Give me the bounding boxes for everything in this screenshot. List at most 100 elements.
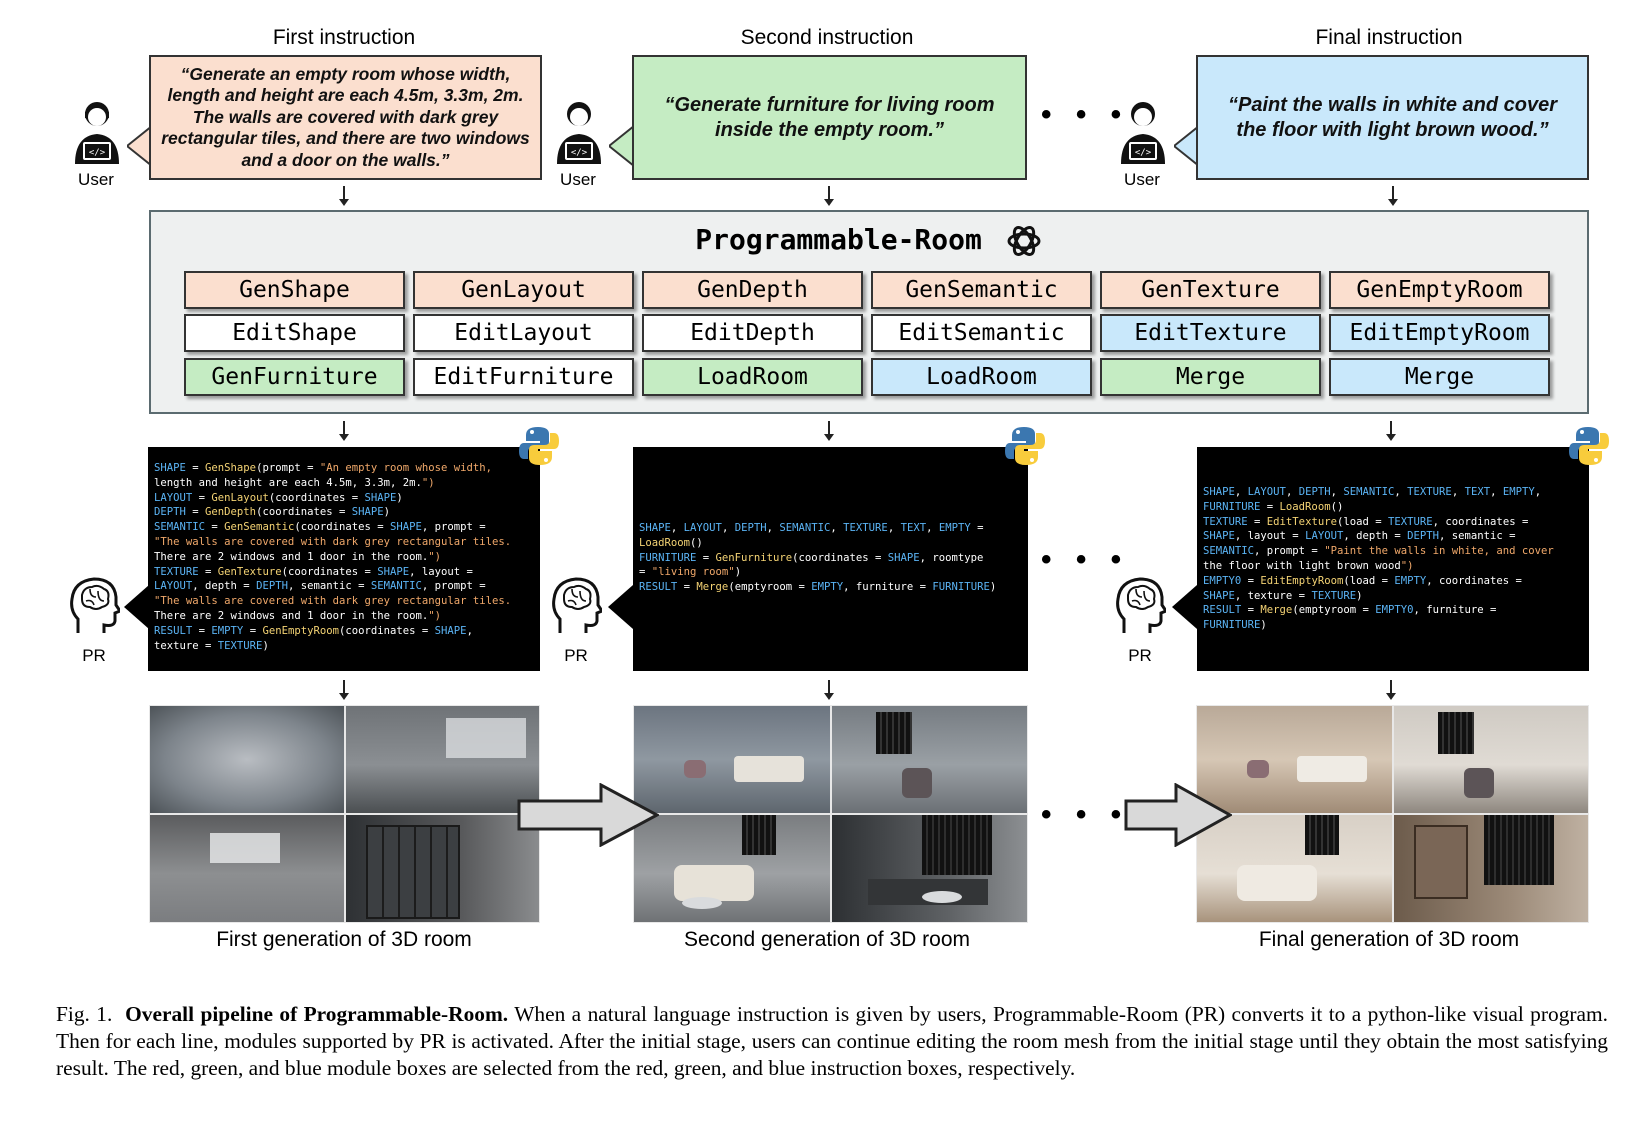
first-instruction-title: First instruction (272, 26, 416, 49)
user-label: User (560, 170, 596, 189)
module-editshape: EditShape (184, 314, 405, 352)
module-editdepth: EditDepth (642, 314, 863, 352)
user-coder-icon: </> (75, 102, 119, 164)
module-edittexture: EditTexture (1100, 314, 1321, 352)
render-view (1196, 814, 1393, 923)
first-instruction-bubble: “Generate an empty room whose width, len… (149, 55, 542, 180)
openai-logo-icon (1007, 226, 1041, 256)
module-genfurniture: GenFurniture (184, 358, 405, 396)
flow-arrow (339, 421, 349, 441)
brain-head-icon (70, 577, 120, 633)
render-view (1392, 814, 1589, 923)
flow-arrow (824, 186, 834, 206)
code-line: SHAPE, LAYOUT, DEPTH, SEMANTIC, TEXTURE,… (1203, 486, 1542, 498)
right-arrow-icon (1124, 783, 1232, 847)
module-genshape: GenShape (184, 271, 405, 309)
render-view (1196, 705, 1393, 814)
code-tail (1172, 585, 1197, 629)
code-line: SHAPE = GenShape(prompt = "An empty room… (154, 462, 493, 474)
module-loadroom-green: LoadRoom (642, 358, 863, 396)
code-line: texture = TEXTURE) (154, 639, 269, 652)
pr-label: PR (82, 646, 106, 665)
figure-caption: Fig. 1. Overall pipeline of Programmable… (56, 1001, 1608, 1082)
code-line: RESULT = Merge(emptyroom = EMPTY, furnit… (639, 581, 997, 594)
svg-text:</>: </> (571, 148, 588, 158)
code-line: LAYOUT = GenLayout(coordinates = SHAPE) (154, 491, 403, 504)
bubble-tail (127, 126, 152, 166)
module-genemptyroom: GenEmptyRoom (1329, 271, 1550, 309)
pr-label: PR (1128, 646, 1152, 665)
user-coder-icon: </> (1121, 102, 1165, 164)
flow-arrow (1386, 421, 1396, 441)
code-line: FURNITURE = GenFurniture(coordinates = S… (639, 551, 984, 564)
code-line: SHAPE, texture = TEXTURE) (1203, 589, 1363, 602)
flow-arrow (824, 680, 834, 700)
code-line: RESULT = EMPTY = GenEmptyRoom(coordinate… (154, 624, 473, 637)
module-gentexture: GenTexture (1100, 271, 1321, 309)
svg-text:</>: </> (89, 148, 106, 158)
program-code-block: SHAPE, LAYOUT, DEPTH, SEMANTIC, TEXTURE,… (1197, 447, 1589, 671)
code-line: LAYOUT, depth = DEPTH, semantic = SEMANT… (154, 580, 486, 593)
module-merge-green: Merge (1100, 358, 1321, 396)
user-label: User (1124, 170, 1160, 189)
module-genlayout: GenLayout (413, 271, 634, 309)
caption-bold: Overall pipeline of Programmable-Room. (125, 1002, 509, 1026)
code-line: TEXTURE = GenTexture(coordinates = SHAPE… (154, 565, 473, 578)
code-line: LoadRoom() (639, 536, 703, 549)
python-logo-icon (519, 427, 559, 465)
module-gendepth: GenDepth (642, 271, 863, 309)
python-logo-icon (1569, 427, 1609, 465)
ellipsis: • • • (1041, 543, 1130, 576)
programmable-room-panel: Programmable-Room GenShape GenLayout Gen… (149, 210, 1589, 414)
code-line: FURNITURE = LoadRoom() (1203, 500, 1344, 513)
code-line: There are 2 windows and 1 door in the ro… (154, 550, 442, 563)
caption-prefix: Fig. 1. (56, 1002, 113, 1026)
code-line: SEMANTIC = GenSemantic(coordinates = SHA… (154, 521, 486, 534)
flow-arrow (339, 186, 349, 206)
code-line: SHAPE, LAYOUT, DEPTH, SEMANTIC, TEXTURE,… (639, 522, 984, 534)
right-arrow-icon (517, 783, 659, 847)
user-label: User (78, 170, 114, 189)
render-view (344, 705, 540, 814)
user-coder-icon: </> (557, 102, 601, 164)
code-tail (608, 585, 633, 629)
code-tail (124, 585, 149, 629)
module-editlayout: EditLayout (413, 314, 634, 352)
final-instruction-title: Final instruction (1315, 26, 1463, 49)
brain-head-icon (1116, 577, 1166, 633)
render-view (149, 814, 345, 923)
render-view (1392, 705, 1589, 814)
code-line: the floor with light brown wood") (1203, 559, 1414, 572)
second-generation-caption: Second generation of 3D room (683, 928, 970, 951)
module-merge-blue: Merge (1329, 358, 1550, 396)
render-view (149, 705, 345, 814)
final-generation-renders (1196, 705, 1589, 923)
flow-arrow (339, 680, 349, 700)
code-line: FURNITURE) (1203, 619, 1267, 632)
flow-arrow (824, 421, 834, 441)
bubble-tail (1174, 126, 1199, 166)
render-view (344, 814, 540, 923)
module-loadroom-blue: LoadRoom (871, 358, 1092, 396)
brain-head-icon (552, 577, 602, 633)
code-line: "The walls are covered with dark grey re… (154, 535, 512, 548)
program-code-block: SHAPE, LAYOUT, DEPTH, SEMANTIC, TEXTURE,… (633, 447, 1028, 671)
programmable-room-title-text: Programmable-Room (695, 223, 982, 256)
code-line: = "living room") (639, 566, 742, 579)
program-code-block: SHAPE = GenShape(prompt = "An empty room… (148, 447, 540, 671)
module-editsemantic: EditSemantic (871, 314, 1092, 352)
code-line: There are 2 windows and 1 door in the ro… (154, 609, 442, 622)
first-generation-caption: First generation of 3D room (216, 928, 472, 951)
caption-text: When a natural language instruction is g… (56, 1002, 1608, 1080)
flow-arrow (1388, 186, 1398, 206)
code-line: TEXTURE = EditTexture(load = TEXTURE, co… (1203, 515, 1529, 528)
python-logo-icon (1005, 427, 1045, 465)
second-instruction-bubble: “Generate furniture for living room insi… (632, 55, 1027, 180)
render-view (830, 705, 1028, 814)
bubble-tail (609, 126, 634, 166)
render-view (633, 814, 831, 923)
svg-text:</>: </> (1135, 148, 1152, 158)
code-line: SHAPE, layout = LAYOUT, depth = DEPTH, s… (1203, 530, 1516, 543)
second-instruction-title: Second instruction (740, 26, 914, 49)
pr-label: PR (564, 646, 588, 665)
